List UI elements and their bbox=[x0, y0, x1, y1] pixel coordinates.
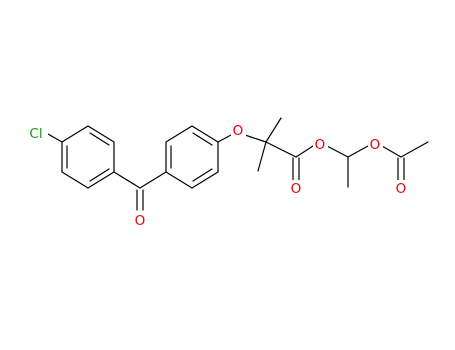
ring-b-bond bbox=[165, 171, 193, 189]
o-carbonyl-bg bbox=[289, 180, 304, 198]
ring-b-double bbox=[192, 168, 213, 182]
ether-bond bbox=[244, 134, 267, 143]
chlorine-atom-label: Cl bbox=[29, 126, 42, 142]
ring-a-bond bbox=[61, 171, 89, 189]
ester-oxygen-label: O bbox=[315, 137, 326, 153]
ketone-bond bbox=[139, 171, 167, 189]
o-ester-bg bbox=[313, 136, 328, 154]
ring-b-double bbox=[192, 132, 213, 146]
acetoxy-bond bbox=[347, 145, 369, 158]
ring-b-bond bbox=[191, 171, 219, 189]
methyl-bond bbox=[257, 141, 267, 172]
ring-a-double bbox=[89, 168, 110, 182]
ester-bond bbox=[295, 145, 314, 158]
methyl-bond bbox=[265, 117, 282, 143]
ring-a-bond bbox=[61, 125, 89, 143]
ring-a-double bbox=[89, 132, 110, 146]
o-acetyl-bg bbox=[394, 180, 409, 198]
o-ketone-bg bbox=[133, 212, 148, 230]
bond-layer bbox=[47, 117, 429, 211]
acetyl-methyl-bond bbox=[400, 141, 429, 158]
o-ether-bg bbox=[231, 122, 246, 140]
o-acetoxy-bg bbox=[368, 136, 383, 154]
cl-label-bg bbox=[24, 125, 48, 143]
ring-b-bond bbox=[165, 125, 193, 143]
cl-bond bbox=[47, 133, 63, 143]
acetoxy-oxygen-label: O bbox=[370, 137, 381, 153]
ether-bond bbox=[217, 134, 232, 143]
ketone-bond bbox=[113, 171, 141, 189]
ring-a-bond bbox=[87, 171, 115, 189]
ether-oxygen-label: O bbox=[233, 123, 244, 139]
ring-a-bond bbox=[87, 125, 115, 143]
ester-bond bbox=[326, 145, 349, 158]
acetyl-oxygen-label: O bbox=[396, 181, 407, 197]
ketone-oxygen-label: O bbox=[135, 213, 146, 229]
carbonyl-oxygen-label: O bbox=[291, 181, 302, 197]
acetoxy-bond bbox=[381, 145, 402, 158]
atom-label-layer: Cl O O O O O O bbox=[24, 122, 409, 230]
ring-b-bond bbox=[191, 125, 219, 143]
c-c-bond bbox=[265, 141, 297, 158]
